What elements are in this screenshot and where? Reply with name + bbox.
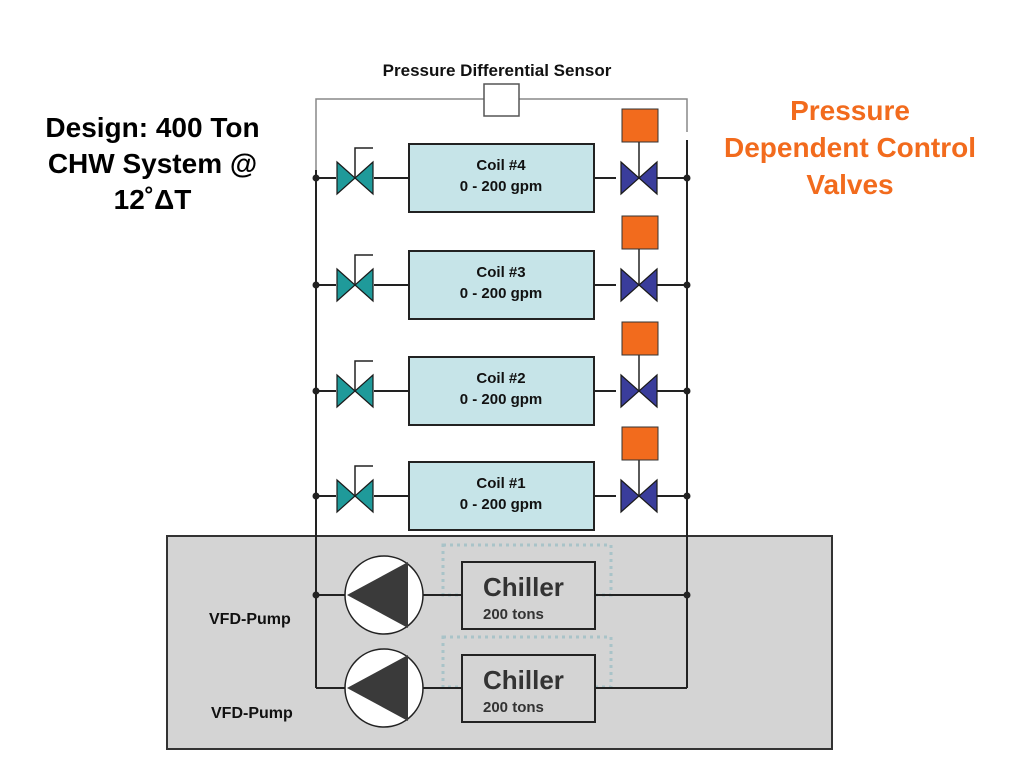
balancing-valve-icon bbox=[336, 478, 374, 514]
sensor-label: Pressure Differential Sensor bbox=[383, 61, 612, 80]
chiller-branch-2: Chiller 200 tons bbox=[316, 635, 687, 728]
balancing-valve-icon bbox=[336, 373, 374, 409]
control-valve-icon-right-cone bbox=[638, 373, 658, 409]
valves-title-line-1: Pressure bbox=[790, 95, 910, 126]
chiller-name: Chiller bbox=[483, 572, 564, 602]
balancing-valve-icon-left-cone bbox=[336, 160, 356, 196]
coil-name: Coil #4 bbox=[476, 157, 526, 174]
chiller-box bbox=[461, 561, 596, 630]
pump-label: VFD-Pump bbox=[209, 611, 291, 628]
actuator-icon bbox=[621, 321, 659, 356]
chiller-capacity: 200 tons bbox=[483, 606, 544, 623]
balancing-valve-icon-right-cone bbox=[354, 267, 374, 303]
control-valve-icon bbox=[620, 478, 658, 514]
control-valve-icon-left-cone bbox=[620, 160, 640, 196]
coil-box bbox=[408, 461, 595, 531]
control-valve-icon-left-cone bbox=[620, 373, 640, 409]
control-valve-icon bbox=[620, 267, 658, 303]
balancing-valve-icon-right-cone bbox=[354, 373, 374, 409]
coil-row-2-supply-junction bbox=[312, 281, 320, 289]
control-valve-icon bbox=[620, 160, 658, 196]
coil-row-1-supply-junction bbox=[312, 174, 320, 182]
valves-title-line-3: Valves bbox=[806, 169, 894, 200]
control-valve-icon-right-cone bbox=[638, 478, 658, 514]
actuator-icon bbox=[621, 108, 659, 143]
chiller-branch-1: Chiller 200 tons bbox=[312, 543, 691, 635]
control-valves-title: Pressure Dependent Control Valves bbox=[700, 92, 1000, 203]
balancing-valve-stem bbox=[354, 254, 373, 285]
coil-row-2: Coil #3 0 - 200 gpm bbox=[312, 215, 691, 320]
actuator-icon bbox=[621, 215, 659, 250]
coil-row-4-supply-junction bbox=[312, 492, 320, 500]
valves-title-line-2: Dependent Control bbox=[724, 132, 976, 163]
balancing-valve-icon bbox=[336, 160, 374, 196]
chiller-box bbox=[461, 654, 596, 723]
design-title-line-3: 12˚ΔT bbox=[113, 184, 192, 215]
control-valve-icon-right-cone bbox=[638, 267, 658, 303]
coil-flow: 0 - 200 gpm bbox=[460, 285, 543, 302]
balancing-valve-stem bbox=[354, 147, 373, 178]
coil-box bbox=[408, 250, 595, 320]
pump-impeller-icon bbox=[347, 562, 408, 628]
coil-row-4-return-junction bbox=[683, 492, 691, 500]
chiller-capacity: 200 tons bbox=[483, 699, 544, 716]
pressure-differential-sensor bbox=[483, 83, 520, 117]
balancing-valve-icon-right-cone bbox=[354, 160, 374, 196]
balancing-valve-icon bbox=[336, 267, 374, 303]
control-valve-icon-left-cone bbox=[620, 478, 640, 514]
pump-impeller-icon bbox=[347, 655, 408, 721]
design-title-line-1: Design: 400 Ton bbox=[45, 112, 260, 143]
balancing-valve-icon-left-cone bbox=[336, 373, 356, 409]
coil-row-3-supply-junction bbox=[312, 387, 320, 395]
coil-box bbox=[408, 143, 595, 213]
control-valve-icon bbox=[620, 373, 658, 409]
balancing-valve-stem bbox=[354, 465, 373, 496]
design-title-line-2: CHW System @ bbox=[47, 148, 258, 179]
coil-flow: 0 - 200 gpm bbox=[460, 496, 543, 513]
pump-label: VFD-Pump bbox=[211, 705, 293, 722]
coil-row-3-return-junction bbox=[683, 387, 691, 395]
actuator-icon bbox=[621, 426, 659, 461]
balancing-valve-icon-left-cone bbox=[336, 478, 356, 514]
coil-row-4: Coil #1 0 - 200 gpm bbox=[312, 426, 691, 531]
coil-row-2-return-junction bbox=[683, 281, 691, 289]
coil-flow: 0 - 200 gpm bbox=[460, 391, 543, 408]
coil-flow: 0 - 200 gpm bbox=[460, 178, 543, 195]
coil-name: Coil #1 bbox=[476, 475, 525, 492]
coil-name: Coil #3 bbox=[476, 264, 525, 281]
supply-junction bbox=[312, 591, 320, 599]
coil-name: Coil #2 bbox=[476, 370, 525, 387]
balancing-valve-stem bbox=[354, 360, 373, 391]
balancing-valve-icon-right-cone bbox=[354, 478, 374, 514]
control-valve-icon-right-cone bbox=[638, 160, 658, 196]
coil-row-1: Coil #4 0 - 200 gpm bbox=[312, 108, 691, 213]
coil-box bbox=[408, 356, 595, 426]
chiller-name: Chiller bbox=[483, 665, 564, 695]
sensor-wire bbox=[315, 98, 688, 170]
control-valve-icon-left-cone bbox=[620, 267, 640, 303]
coil-row-3: Coil #2 0 - 200 gpm bbox=[312, 321, 691, 426]
design-title: Design: 400 Ton CHW System @ 12˚ΔT bbox=[20, 110, 285, 218]
coil-row-1-return-junction bbox=[683, 174, 691, 182]
balancing-valve-icon-left-cone bbox=[336, 267, 356, 303]
